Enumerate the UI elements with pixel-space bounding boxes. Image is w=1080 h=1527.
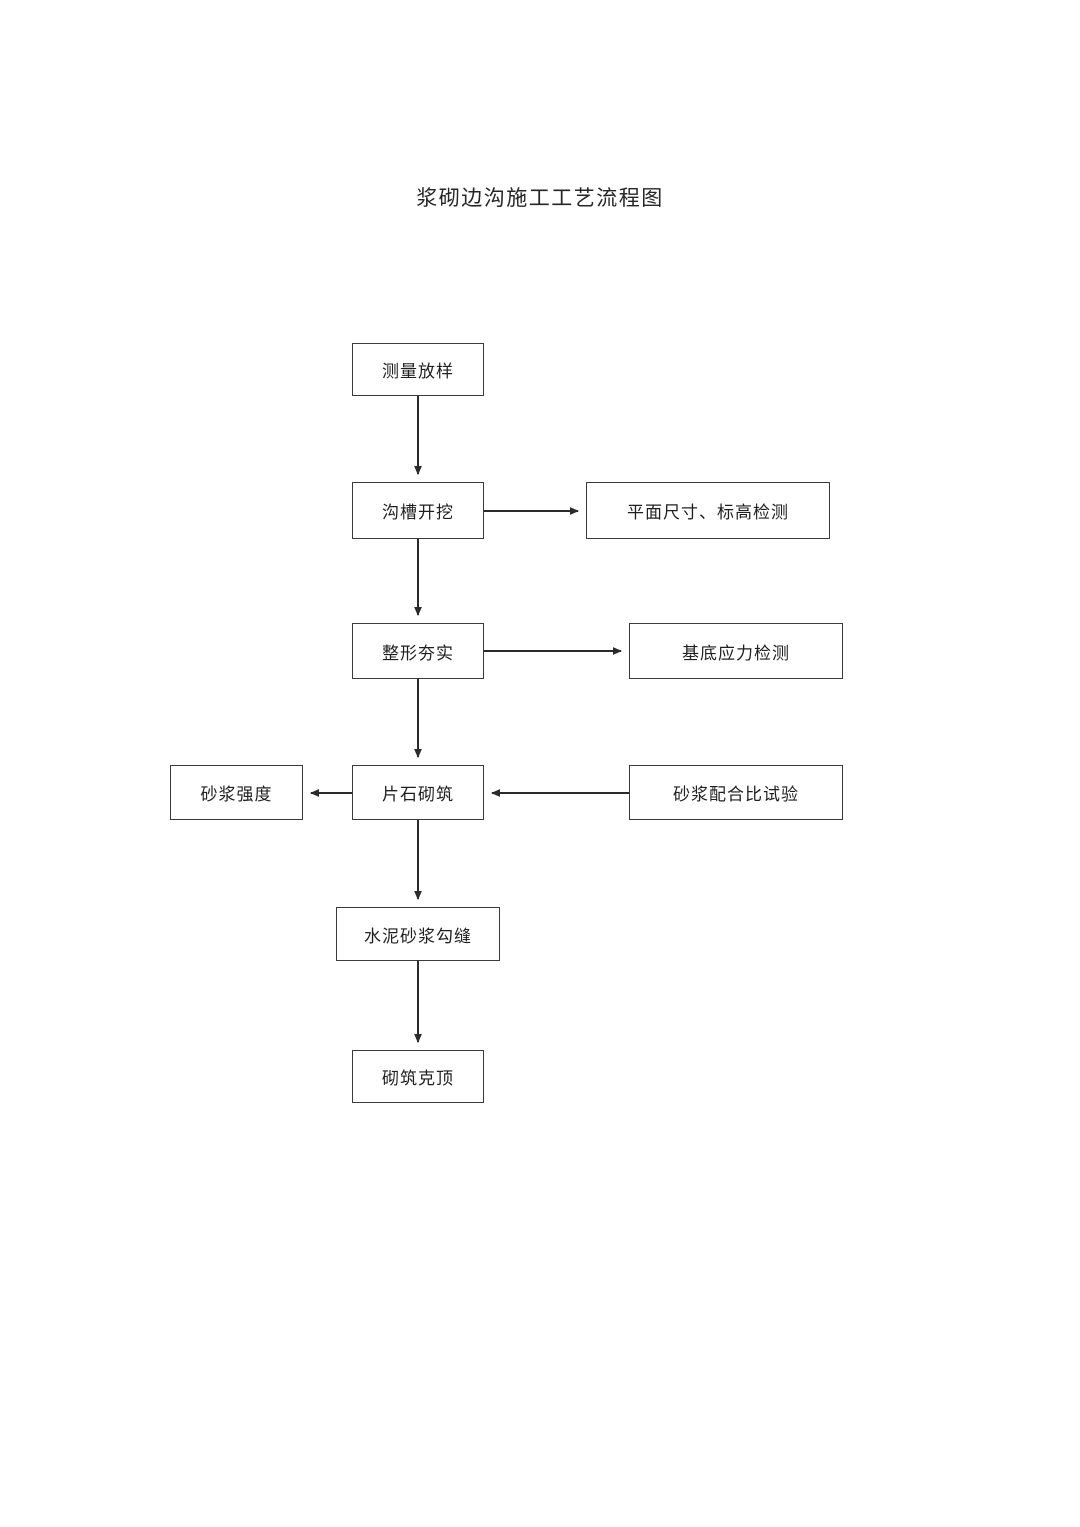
flow-node-mortar-mix-ratio-test: 砂浆配合比试验: [629, 765, 843, 820]
page-title: 浆砌边沟施工工艺流程图: [416, 186, 664, 210]
flow-node-cement-mortar-pointing: 水泥砂浆勾缝: [336, 907, 500, 961]
flow-node-plan-dimension-elevation-check: 平面尺寸、标高检测: [586, 482, 830, 539]
flow-node-measure-setout: 测量放样: [352, 343, 484, 396]
flow-node-trench-excavation: 沟槽开挖: [352, 482, 484, 539]
flow-node-mortar-strength: 砂浆强度: [170, 765, 303, 820]
flow-node-shaping-compaction: 整形夯实: [352, 623, 484, 679]
flow-node-subgrade-stress-test: 基底应力检测: [629, 623, 843, 679]
flow-node-masonry-capping: 砌筑克顶: [352, 1050, 484, 1103]
flow-node-rubble-masonry: 片石砌筑: [352, 765, 484, 820]
